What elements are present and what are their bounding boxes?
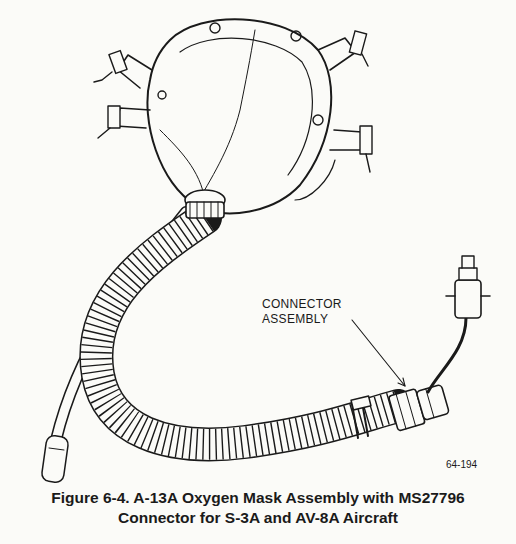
figure-caption: Figure 6-4. A-13A Oxygen Mask Assembly w… — [30, 488, 486, 528]
callout-label: CONNECTOR ASSEMBLY — [262, 297, 366, 327]
figure-number: 64-194 — [446, 459, 477, 470]
